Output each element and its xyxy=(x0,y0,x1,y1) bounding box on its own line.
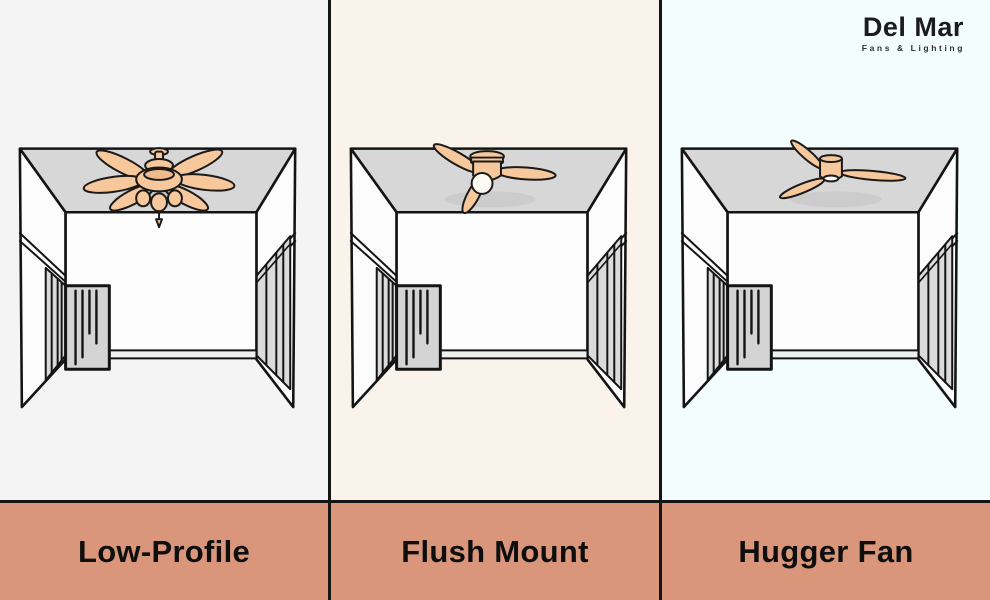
brand-tagline: Fans & Lighting xyxy=(861,43,965,54)
room-svg xyxy=(680,139,959,409)
panel-flush-mount xyxy=(328,0,659,500)
brand-name: Del Mar xyxy=(862,12,964,42)
radiator xyxy=(64,284,111,371)
label-flush-mount: Flush Mount xyxy=(328,503,659,600)
flush-mount-dome-light-fan-icon xyxy=(432,143,557,215)
room-illustration-flush-mount xyxy=(331,0,659,500)
illustration-panels: Del Mar Fans & Lighting xyxy=(0,0,990,500)
baseboard xyxy=(108,349,258,360)
room-illustration-low-profile xyxy=(0,0,328,500)
room-illustration-hugger-fan xyxy=(662,0,990,500)
del-mar-logo: Del Mar Fans & Lighting xyxy=(861,12,965,54)
traditional-low-profile-fan-icon xyxy=(82,147,236,229)
baseboard xyxy=(439,349,589,360)
label-low-profile: Low-Profile xyxy=(77,533,251,569)
room-svg xyxy=(349,143,628,409)
radiator xyxy=(395,284,442,371)
label-hugger-fan: Hugger Fan xyxy=(659,503,990,600)
baseboard xyxy=(770,349,920,360)
label-band: Low-Profile Flush Mount Hugger Fan xyxy=(0,500,990,600)
hugger-three-blade-fan-icon xyxy=(778,139,907,200)
panel-hugger-fan: Del Mar Fans & Lighting xyxy=(659,0,990,500)
panel-low-profile xyxy=(0,0,328,500)
radiator xyxy=(726,284,773,371)
room-svg xyxy=(18,147,297,409)
